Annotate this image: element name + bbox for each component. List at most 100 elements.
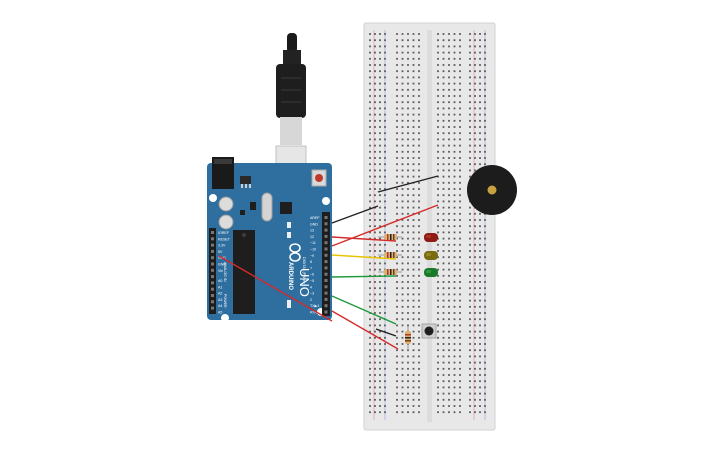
push-button[interactable] xyxy=(421,323,437,339)
breadboard-hole xyxy=(479,157,481,159)
digital-pin[interactable] xyxy=(324,216,328,219)
breadboard-hole xyxy=(369,392,371,395)
digital-pin[interactable] xyxy=(324,241,328,245)
digital-pin[interactable] xyxy=(324,279,328,282)
breadboard-hole xyxy=(448,101,450,104)
breadboard-hole xyxy=(453,312,456,314)
digital-pin[interactable] xyxy=(324,291,328,295)
breadboard-hole xyxy=(479,163,481,166)
reset-button-cap[interactable] xyxy=(315,174,323,182)
breadboard-hole xyxy=(418,268,420,271)
breadboard-hole xyxy=(442,299,445,302)
breadboard-hole xyxy=(401,324,404,327)
digital-pin[interactable] xyxy=(324,234,328,238)
breadboard-hole xyxy=(484,119,486,122)
breadboard-hole xyxy=(384,163,386,166)
breadboard-hole xyxy=(484,343,486,345)
breadboard-hole xyxy=(384,293,386,296)
power-analog-pin[interactable] xyxy=(211,300,214,304)
power-analog-pin[interactable] xyxy=(211,262,214,266)
breadboard-hole xyxy=(459,157,461,159)
breadboard-hole xyxy=(401,212,404,215)
breadboard-hole xyxy=(474,82,476,85)
wire-green-led xyxy=(331,275,397,278)
breadboard-hole xyxy=(369,268,371,271)
arduino-board: ARDUINO UNO DIGITAL (PWM ~) POWER ANALOG… xyxy=(207,157,332,322)
breadboard-hole xyxy=(401,250,404,252)
breadboard-hole xyxy=(469,405,471,407)
breadboard-hole xyxy=(442,231,445,234)
power-analog-pin[interactable] xyxy=(211,306,214,310)
digital-pin[interactable] xyxy=(324,304,328,308)
breadboard-hole xyxy=(374,299,376,302)
breadboard-hole xyxy=(374,64,376,66)
breadboard-hole xyxy=(469,411,471,414)
breadboard-hole xyxy=(459,225,461,228)
breadboard-hole xyxy=(379,181,381,184)
digital-pin[interactable] xyxy=(324,310,328,314)
digital-pin[interactable] xyxy=(324,285,328,289)
breadboard-hole xyxy=(401,374,404,376)
breadboard-hole xyxy=(453,150,456,153)
breadboard-hole xyxy=(459,374,461,376)
digital-pin[interactable] xyxy=(324,297,328,301)
digital-pin[interactable] xyxy=(324,272,328,276)
breadboard-hole xyxy=(379,343,381,345)
power-analog-pin[interactable] xyxy=(211,249,214,253)
breadboard-hole xyxy=(484,411,486,414)
breadboard-hole xyxy=(453,231,456,234)
power-analog-pin[interactable] xyxy=(211,281,214,285)
breadboard-hole xyxy=(459,256,461,259)
breadboard-hole xyxy=(442,82,445,85)
analog-pin-label: A4 xyxy=(218,304,222,308)
breadboard-hole xyxy=(374,324,376,327)
breadboard-hole xyxy=(374,367,376,370)
breadboard-hole xyxy=(401,361,404,364)
breadboard-hole xyxy=(479,312,481,314)
breadboard-hole xyxy=(407,355,409,358)
breadboard-hole xyxy=(379,268,381,271)
digital-pin[interactable] xyxy=(324,228,328,232)
power-analog-pin[interactable] xyxy=(211,237,214,241)
breadboard-hole xyxy=(407,367,409,370)
breadboard-hole xyxy=(412,361,415,364)
breadboard-hole xyxy=(412,45,415,48)
breadboard-hole xyxy=(479,113,481,116)
digital-pin[interactable] xyxy=(324,260,328,264)
breadboard-hole xyxy=(453,138,456,141)
breadboard-hole xyxy=(442,243,445,246)
breadboard-hole xyxy=(407,405,409,407)
digital-pin[interactable] xyxy=(324,247,328,251)
push-button-cap[interactable] xyxy=(424,326,434,336)
breadboard-hole xyxy=(474,268,476,271)
breadboard-hole xyxy=(412,188,415,190)
breadboard-hole xyxy=(379,101,381,104)
power-analog-pin[interactable] xyxy=(211,294,214,297)
power-analog-pin[interactable] xyxy=(211,256,214,260)
breadboard-hole xyxy=(396,243,398,246)
power-analog-pin[interactable] xyxy=(211,287,214,291)
digital-pin[interactable] xyxy=(324,222,328,226)
digital-pin[interactable] xyxy=(324,253,328,257)
breadboard-hole xyxy=(384,374,386,376)
breadboard-hole xyxy=(459,138,461,141)
breadboard-hole xyxy=(469,45,471,48)
breadboard-hole xyxy=(442,107,445,110)
power-analog-pin[interactable] xyxy=(211,231,214,234)
power-analog-pin[interactable] xyxy=(211,268,214,272)
breadboard-hole xyxy=(369,287,371,290)
breadboard-hole xyxy=(459,250,461,252)
breadboard-hole xyxy=(448,57,450,60)
breadboard-hole xyxy=(453,64,456,66)
breadboard-hole xyxy=(407,76,409,79)
breadboard-hole xyxy=(407,45,409,48)
power-analog-pin[interactable] xyxy=(211,275,214,279)
breadboard-hole xyxy=(379,312,381,314)
breadboard-hole xyxy=(448,119,450,122)
breadboard-hole xyxy=(448,374,450,376)
breadboard-hole xyxy=(412,107,415,110)
breadboard-hole xyxy=(437,367,439,370)
digital-pin[interactable] xyxy=(324,266,328,270)
power-analog-pin[interactable] xyxy=(211,243,214,247)
breadboard-hole xyxy=(442,386,445,389)
